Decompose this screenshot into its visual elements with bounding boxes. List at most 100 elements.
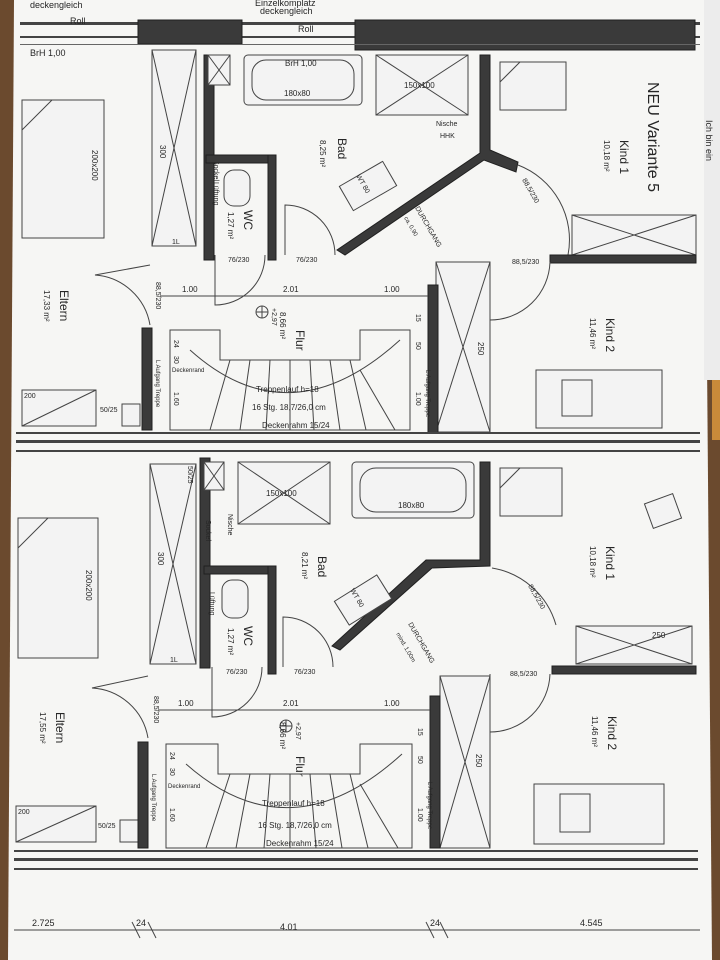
door-eltern-lower: 88,5/230 <box>152 696 159 723</box>
room-kind1-area: 10,18 m² <box>602 140 611 172</box>
door-kind2: 88,5/230 <box>512 259 539 266</box>
closet-250b-label-lower: 250 <box>652 631 666 640</box>
dim-100-c-lower: 1.00 <box>416 808 423 822</box>
top-note-center-1: Einzelkomplatz <box>255 0 316 8</box>
closet-250-label-lower: 250 <box>474 754 483 768</box>
bed-size-label-lower: 200x200 <box>84 570 93 601</box>
room-eltern-area: 17,33 m² <box>42 290 51 322</box>
room-wc-lower: WC <box>241 626 255 646</box>
aufgang-right-lower: L Aufgang Treppe <box>426 782 432 830</box>
dim-50-lower: 50 <box>416 756 423 764</box>
tub-size-lower: 180x80 <box>398 501 425 510</box>
closet-300-label-lower: 300 <box>156 552 165 566</box>
room-kind2-area-lower: 11,46 m² <box>590 716 599 747</box>
roll-label-1: Roll <box>70 16 86 26</box>
aufgang-right: L Aufgang Treppe <box>424 370 430 418</box>
closet-1l-label: 1L <box>172 239 180 246</box>
top-note-center-2: deckengleich <box>260 6 313 16</box>
top-note-left: deckengleich <box>30 0 83 10</box>
closet-300-label: 300 <box>158 145 167 159</box>
room-wc-area: 1,27 m² <box>226 212 235 239</box>
bed-kind1-lower <box>499 467 563 517</box>
dim-24-lower: 24 <box>168 752 175 760</box>
bathtub <box>243 54 363 106</box>
room-kind2-area: 11,46 m² <box>588 318 597 349</box>
dim-100-b: 1.00 <box>384 285 400 294</box>
room-kind1: Kind 1 <box>617 140 631 174</box>
bottom-dim-1: 2.725 <box>32 918 55 928</box>
closet-200-label-lower: 200 <box>18 809 30 816</box>
room-flur-lower: Flur <box>293 756 307 777</box>
dim-24: 24 <box>172 340 179 348</box>
tub-brh: BrH 1,00 <box>285 59 317 68</box>
size-5025-top-lower: 50/25 <box>186 466 193 484</box>
door-eltern: 88,5/230 <box>154 282 161 309</box>
washbasin <box>338 160 398 212</box>
washbasin-lower <box>333 574 393 626</box>
treppe-line-3: Deckenrahm 15/24 <box>262 421 330 430</box>
door-wc: 76/230 <box>228 257 250 264</box>
dim-201: 2.01 <box>283 285 299 294</box>
bottom-dimension-line: 2.725 24 4.01 24 4.545 <box>14 918 700 939</box>
top-facade: deckengleich Einzelkomplatz deckengleich… <box>20 0 700 58</box>
shower-size: 150x100 <box>404 81 435 90</box>
hhk-label: HHK <box>440 133 455 140</box>
dim-160-lower: 1.60 <box>168 808 175 822</box>
room-bad-area: 8,25 m² <box>318 140 327 167</box>
side-label: Ich bin ein <box>704 120 714 161</box>
dim-100-a: 1.00 <box>182 285 198 294</box>
dim-100-a-lower: 1.00 <box>178 699 194 708</box>
toilet <box>223 169 251 207</box>
closet-250-label: 250 <box>476 342 485 356</box>
size-5025-bottom-lower: 50/25 <box>98 823 116 830</box>
middle-facade <box>16 432 700 452</box>
room-eltern: Eltern <box>57 290 71 321</box>
upper-plan: 200x200 300 1L 50/25 Sockel 180x80 BrH 1… <box>21 49 697 434</box>
room-eltern-area-lower: 17,55 m² <box>38 712 47 744</box>
staircase-lower <box>165 743 413 849</box>
room-wc: WC <box>241 210 255 230</box>
door-bad-lower: 76/230 <box>294 669 316 676</box>
room-bad-lower: Bad <box>315 556 329 577</box>
bed-eltern <box>21 99 105 239</box>
sockel-label-lower: Sockel <box>204 520 211 541</box>
room-kind2-lower: Kind 2 <box>605 716 619 750</box>
nische-label: Nische <box>436 121 458 128</box>
level-mark-lower: +2,97 <box>294 722 301 740</box>
dim-100-c: 1.00 <box>414 392 421 406</box>
room-wc-area-lower: 1,27 m² <box>226 628 235 655</box>
bed-kind2-lower <box>533 783 665 845</box>
tub-size: 180x80 <box>284 89 311 98</box>
aufgang-left-lower: L Aufgang Treppe <box>150 774 156 822</box>
bottom-dim-3: 4.01 <box>280 922 298 932</box>
room-kind1-lower: Kind 1 <box>603 546 617 580</box>
paper-edge <box>704 0 720 380</box>
room-eltern-lower: Eltern <box>53 712 67 743</box>
nische-label-lower: Nische <box>226 514 233 536</box>
plan-title: NEU Variante 5 <box>644 82 661 192</box>
bed-kind1 <box>499 61 567 111</box>
roll-label-2: Roll <box>298 24 314 34</box>
dim-160: 1.60 <box>172 392 179 406</box>
treppe-line-2: 16 Stg. 18,7/26,0 cm <box>252 403 326 412</box>
lueftung-label-lower: Lüftung <box>208 592 215 615</box>
aufgang-left: L Aufgang Treppe <box>154 360 160 408</box>
level-mark: +2,97 <box>270 308 277 326</box>
door-kind2-lower: 88,5/230 <box>510 671 537 678</box>
bottom-dim-4: 24 <box>430 918 440 928</box>
room-flur-area: 8,66 m² <box>278 312 287 339</box>
table-edge <box>712 380 720 440</box>
room-flur-area-lower: 8,66 m² <box>278 722 287 749</box>
lower-plan: 200x200 300 1L 50/25 Sockel Nische 150x1… <box>15 457 697 849</box>
room-bad-area-lower: 8,21 m² <box>300 552 309 579</box>
dim-15: 15 <box>414 314 421 322</box>
bed-kind2 <box>535 369 663 429</box>
bottom-dim-2: 24 <box>136 918 146 928</box>
room-flur: Flur <box>293 330 307 351</box>
brh-label: BrH 1,00 <box>30 48 66 58</box>
toilet-lower <box>221 579 249 619</box>
dim-30-lower: 30 <box>168 768 175 776</box>
sockel-label: Sockel <box>212 160 219 181</box>
